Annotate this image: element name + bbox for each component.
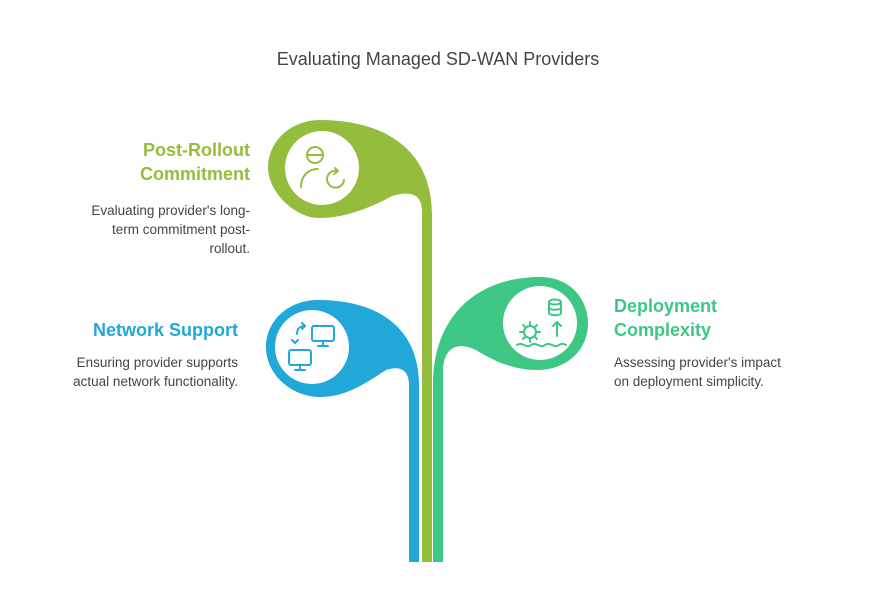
diagram-title: Evaluating Managed SD-WAN Providers [276, 49, 600, 69]
post-rollout-desc-line2: term commitment post- [111, 222, 250, 237]
network-support-desc-line1: Ensuring provider supports [76, 355, 238, 370]
network-support-heading: Network Support [93, 318, 238, 342]
deployment-complexity-heading: Deployment Complexity [614, 294, 717, 342]
post-rollout-description: Evaluating provider's long- term commitm… [91, 201, 250, 258]
post-rollout-desc-line1: Evaluating provider's long- [91, 203, 250, 218]
post-rollout-desc-line3: rollout. [209, 241, 250, 256]
gear-database-icon [516, 298, 567, 348]
deployment-desc-line2: on deployment simplicity. [614, 374, 764, 389]
network-support-heading-line1: Network Support [92, 320, 238, 340]
deployment-desc-line1: Assessing provider's impact [614, 355, 781, 370]
stem-deployment-complexity [433, 277, 588, 562]
post-rollout-heading-line1: Post-Rollout [143, 140, 250, 160]
network-support-desc-line2: actual network functionality. [73, 374, 238, 389]
network-monitors-icon [288, 322, 335, 371]
post-rollout-heading: Post-Rollout Commitment [140, 138, 250, 186]
stem-network-support [266, 300, 419, 562]
deployment-heading-line2: Complexity [614, 320, 712, 340]
post-rollout-heading-line2: Commitment [139, 164, 250, 184]
person-refresh-icon [300, 146, 345, 189]
deployment-complexity-description: Assessing provider's impact on deploymen… [614, 353, 781, 391]
deployment-heading-line1: Deployment [614, 296, 718, 316]
network-support-description: Ensuring provider supports actual networ… [73, 353, 238, 391]
